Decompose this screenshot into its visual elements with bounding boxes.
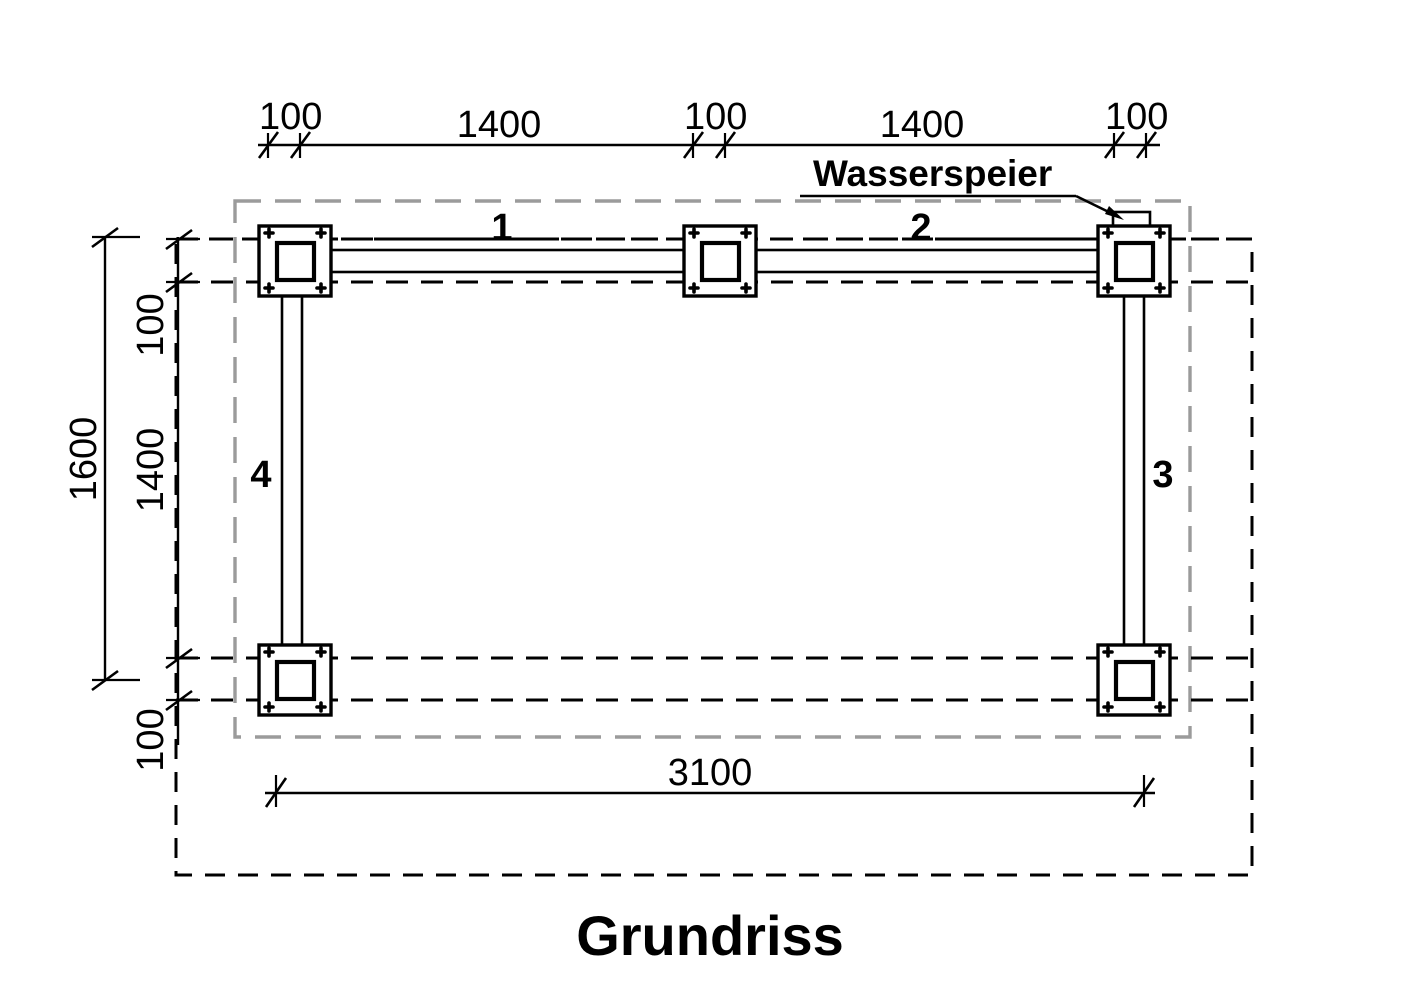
post-bottom-left-bolts	[263, 646, 327, 713]
left-outer-dim-label: 1600	[63, 417, 105, 502]
post-bottom-right-post	[1113, 659, 1156, 702]
beam-2-rect	[734, 248, 1110, 274]
post-top-right-post	[1113, 240, 1156, 283]
top-dimension-chain: 100 1400 100 1400 100	[257, 96, 1168, 159]
left-inner-dim-label-3: 100	[130, 708, 172, 771]
left-inner-ticks	[165, 228, 193, 712]
left-inner-dim-label-1: 100	[130, 293, 172, 356]
beam-4-rect	[280, 270, 304, 664]
left-outer-dimension: 1600	[63, 226, 140, 692]
top-dim-label-4: 1400	[880, 104, 965, 146]
post-top-left	[257, 224, 333, 298]
post-bottom-right-bolts	[1102, 646, 1166, 713]
post-top-right	[1096, 210, 1172, 298]
drawing-title: Grundriss	[576, 904, 844, 967]
top-dim-label-5: 100	[1105, 96, 1168, 138]
left-outer-ticks	[91, 226, 119, 692]
post-top-left-post	[274, 240, 317, 283]
beam-3-rect	[1122, 270, 1146, 664]
top-dim-label-2: 1400	[457, 104, 542, 146]
top-dim-label-1: 100	[259, 96, 322, 138]
post-top-right-bolts	[1102, 227, 1166, 294]
post-bottom-left-post	[274, 659, 317, 702]
wasserspeier-leader-arrowhead	[1105, 206, 1124, 220]
roof-outline-group	[233, 199, 1192, 739]
beam-label-4: 4	[250, 454, 271, 496]
beam-1-rect	[314, 248, 690, 274]
post-bottom-right	[1096, 643, 1172, 717]
post-top-middle-post	[699, 240, 742, 283]
roof-outline-dashed-rect	[233, 199, 1192, 739]
top-dim-label-3: 100	[684, 96, 747, 138]
wasserspeier-label: Wasserspeier	[813, 153, 1052, 194]
left-inner-dim-label-2: 1400	[130, 428, 172, 513]
beam-group-horizontal	[314, 248, 1110, 274]
beam-number-labels: 1 2 3 4	[250, 207, 1173, 496]
post-top-left-bolts	[263, 227, 327, 294]
top-dimension-ticks	[257, 131, 1158, 159]
beam-group-vertical	[280, 270, 1146, 664]
axis-lines-group	[176, 237, 1252, 702]
post-top-middle	[682, 224, 758, 298]
post-bottom-left	[257, 643, 333, 717]
left-inner-dimension-chain: 100 1400 100	[130, 228, 200, 772]
bottom-dim-label: 3100	[668, 752, 753, 794]
post-top-middle-bolts	[688, 227, 752, 294]
beam-label-2: 2	[910, 207, 931, 249]
post-bottom-right-baseplate	[1096, 643, 1172, 717]
bottom-dimension: 3100	[264, 752, 1156, 808]
beam-label-3: 3	[1152, 454, 1173, 496]
bottom-dimension-ticks	[264, 777, 1156, 808]
beam-label-1: 1	[491, 207, 512, 249]
wasserspeier-callout: Wasserspeier	[800, 153, 1124, 220]
